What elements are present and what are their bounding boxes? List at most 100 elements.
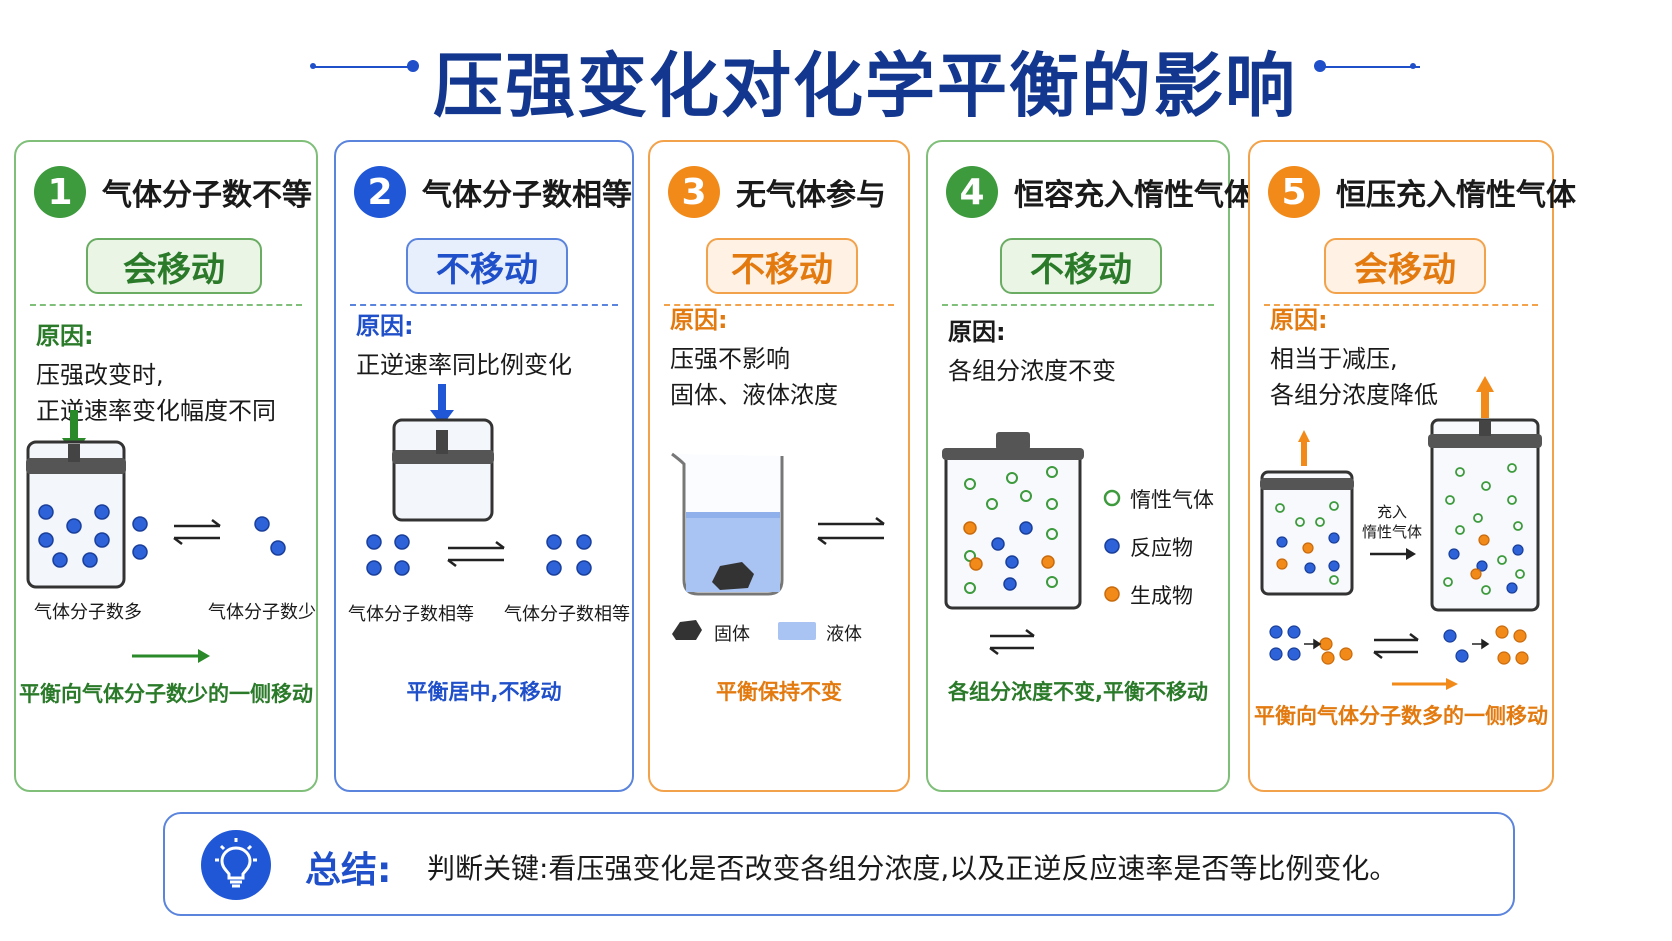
product-dots: [1276, 542, 1314, 570]
verdict-badge: 不移动: [406, 238, 568, 294]
title-decor-dot: [1410, 63, 1416, 69]
reactant-dots: [1448, 544, 1524, 594]
legend-product-label: 生成物: [1130, 584, 1193, 608]
step-badge: 3: [668, 166, 720, 218]
shift-right-arrow-icon: [1392, 678, 1458, 690]
product-dots: [963, 521, 1055, 571]
title-decor-line-left: [313, 66, 413, 68]
card-title: 恒压充入惰性气体: [1336, 178, 1576, 213]
reason-line: 各组分浓度不变: [948, 357, 1116, 385]
step-badge: 5: [1268, 166, 1320, 218]
reason-block: 原因: 各组分浓度不变: [948, 312, 1218, 389]
inert-gas-dots: [964, 466, 1058, 594]
inert-gas-dots: [1275, 501, 1339, 585]
equilibrium-arrows-icon: [447, 541, 505, 567]
card-equal-gas-moles: 2 气体分子数相等 不移动 原因: 正逆速率同比例变化 气体分子数相等 气体分子…: [334, 140, 634, 792]
card-conclusion: 平衡居中,不移动: [406, 680, 562, 704]
caption-right: 气体分子数少: [208, 602, 316, 623]
card-conclusion: 平衡向气体分子数少的一侧移动: [19, 682, 313, 706]
reason-block: 原因: 相当于减压, 各组分浓度降低: [1270, 300, 1542, 413]
summary-text: 判断关键:看压强变化是否改变各组分浓度,以及正逆反应速率是否等比例变化。: [427, 852, 1398, 885]
reason-line: 固体、液体浓度: [670, 381, 838, 409]
inert-gas-annotation: 充入 惰性气体: [1362, 502, 1422, 542]
reason-label: 原因:: [948, 318, 1006, 346]
reaction-molecules: [1269, 625, 1529, 665]
caption-left: 气体分子数多: [34, 602, 142, 623]
verdict-badge: 不移动: [1000, 238, 1162, 294]
summary-label: 总结:: [305, 850, 392, 891]
card-no-gas: 3 无气体参与 不移动 原因: 压强不影响 固体、液体浓度 固体 液体 平衡保持…: [648, 140, 910, 792]
card-unequal-gas-moles: 1 气体分子数不等 会移动 原因: 压强改变时, 正逆速率变化幅度不同: [14, 140, 318, 792]
legend-inert-label: 惰性气体: [1130, 488, 1214, 512]
inert-gas-legend-icon: [1103, 489, 1121, 507]
sealed-container-illustration: [942, 432, 1121, 655]
liquid-legend-icon: [778, 622, 816, 640]
divider: [30, 304, 302, 306]
solid-chunk-icon: [712, 562, 754, 590]
inert-annotation-line: 惰性气体: [1362, 523, 1423, 541]
divider: [350, 304, 618, 306]
reason-line: 各组分浓度降低: [1270, 381, 1438, 409]
card-title: 无气体参与: [736, 178, 886, 213]
reactant-legend-icon: [1104, 538, 1120, 554]
legend-reactant-label: 反应物: [1130, 536, 1193, 560]
piston-compression-illustration: [26, 410, 286, 663]
reason-block: 原因: 正逆速率同比例变化: [356, 306, 622, 383]
down-arrow-icon: [430, 384, 454, 426]
product-dots: [1470, 534, 1490, 580]
solid-legend-icon: [672, 620, 702, 640]
large-cylinder-icon: [1428, 418, 1542, 612]
lightbulb-icon: [201, 830, 271, 900]
small-cylinder-icon: [1260, 470, 1354, 596]
divider: [1264, 304, 1538, 306]
step-badge: 1: [34, 166, 86, 218]
caption-right: 气体分子数相等: [504, 604, 630, 625]
card-title: 气体分子数相等: [422, 178, 632, 213]
verdict-badge: 不移动: [706, 238, 858, 294]
reason-label: 原因:: [356, 312, 414, 340]
shift-right-arrow-icon: [132, 649, 210, 663]
legend-liquid-label: 液体: [826, 624, 862, 645]
verdict-badge: 会移动: [1324, 238, 1486, 294]
caption-left: 气体分子数相等: [348, 604, 474, 625]
divider: [664, 304, 894, 306]
beaker-icon: [671, 452, 784, 596]
card-conclusion: 平衡向气体分子数多的一侧移动: [1254, 704, 1548, 728]
legend-solid-label: 固体: [714, 624, 750, 645]
title-decor-dot: [407, 60, 419, 72]
gas-molecule-dots: [38, 504, 286, 568]
title-decor-line-right: [1320, 66, 1420, 68]
cylinder-icon: [392, 418, 494, 522]
inert-annotation-line: 充入: [1376, 503, 1407, 521]
step-badge: 2: [354, 166, 406, 218]
expanding-piston-illustration: [1260, 376, 1542, 690]
legend-markers: [1103, 489, 1121, 602]
summary-box: 总结: 判断关键:看压强变化是否改变各组分浓度,以及正逆反应速率是否等比例变化。: [163, 812, 1515, 916]
card-header: 4 恒容充入惰性气体: [946, 166, 1254, 218]
product-legend-icon: [1104, 586, 1120, 602]
right-arrow-icon: [1370, 548, 1416, 560]
piston-illustration: [366, 384, 592, 576]
up-arrow-small-icon: [1298, 430, 1310, 466]
equilibrium-arrows-icon: [989, 629, 1035, 655]
equilibrium-arrows-icon: [817, 517, 885, 545]
reason-line: 压强不影响: [670, 345, 790, 373]
reactant-dots: [991, 521, 1033, 591]
card-conclusion: 平衡保持不变: [716, 680, 842, 704]
card-constant-pressure-inert: 5 恒压充入惰性气体 会移动 原因: 相当于减压, 各组分浓度降低: [1248, 140, 1576, 792]
equilibrium-arrows-icon: [1373, 633, 1419, 659]
reactant-dots: [1276, 532, 1340, 574]
reason-label: 原因:: [36, 322, 94, 350]
step-badge: 4: [946, 166, 998, 218]
inert-gas-dots: [1443, 463, 1525, 595]
reason-block: 原因: 压强不影响 固体、液体浓度: [670, 300, 898, 413]
reason-line: 相当于减压,: [1270, 345, 1398, 373]
gas-molecule-dots: [366, 534, 592, 576]
page-title: 压强变化对化学平衡的影响: [433, 45, 1297, 127]
equilibrium-arrows-icon: [173, 519, 221, 545]
divider: [942, 304, 1214, 306]
title-decor-dot: [310, 63, 316, 69]
card-header: 5 恒压充入惰性气体: [1268, 166, 1576, 218]
beaker-illustration: [671, 452, 885, 640]
reason-label: 原因:: [1270, 306, 1328, 334]
